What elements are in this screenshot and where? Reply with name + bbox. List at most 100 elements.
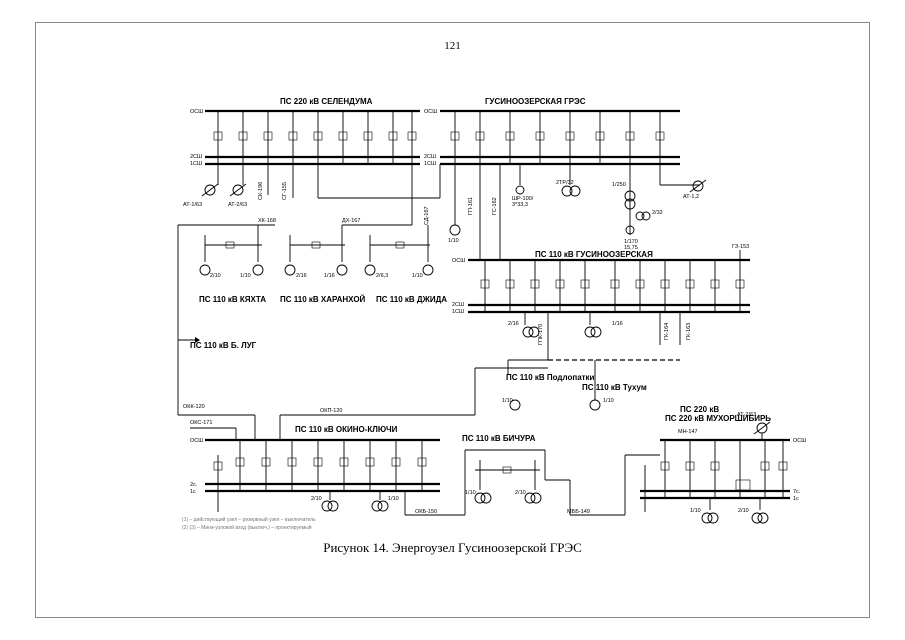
t2-16-g-label: 2/16 [508,321,519,327]
okino-1c-label: 1с [190,489,196,495]
transformer-okino-2-10-icon [321,500,339,512]
gk163-label: ГК-163 [686,323,692,340]
okino-2c-label: 2с. [190,482,198,488]
at2-63-label: АТ-2/63 [228,202,247,208]
mukh-bus-label: ОСШ [793,438,806,444]
gres-bays [450,111,700,245]
t2-32-label: 2/32 [652,210,663,216]
shr-label: ШР-100/ [512,196,534,202]
gus-bays [480,250,745,360]
podlopatki-title: ПС 110 кВ Подлопатки [506,373,595,382]
gs162-label: ГС-162 [492,197,498,215]
shr-label-2: 3*33,3 [512,202,528,208]
mukhorshibir-title-1: ПС 220 кВ [680,405,719,414]
kharankhoy-scheme [284,225,348,276]
transformer-gus-2-16-icon [522,326,540,338]
t1-16-g-label: 1/16 [612,321,623,327]
okb150-label: ОКБ-150 [415,509,437,515]
t2tr32-label: 2ТР/32 [556,180,574,186]
mukh-7c-label: 7с. [793,489,801,495]
t1-10-t-label: 1/10 [603,398,614,404]
gres-2ssh-label: 2СШ [424,154,436,160]
mukhorshibir-title: ПС 220 кВ МУХОРШИБИРЬ [665,414,771,423]
gs153-label: ГЗ-153 [732,244,749,250]
dzhida-scheme [364,225,434,276]
selendumа-1ssh-label: 1СШ [190,161,202,167]
t1-10-k-label: 1/10 [240,273,251,279]
at1-63-icon [201,183,219,197]
at2-63m-icon [753,421,771,435]
bichura-scheme [474,460,542,504]
transformer-2tr32-icon [561,185,581,197]
okp120-label: ОКП-120 [320,408,342,414]
tukhum-title: ПС 110 кВ Тухум [582,383,647,392]
dzhida-title: ПС 110 кВ ДЖИДА [376,295,447,304]
t1-16-h-label: 1/16 [324,273,335,279]
kyakhta-scheme [199,225,264,276]
t2-16-h-label: 2/16 [296,273,307,279]
page-frame [35,22,870,618]
mukh-bays [644,433,788,512]
kyakhta-title: ПС 110 кВ КЯХТА [199,295,266,304]
t1-10-p-label: 1/10 [502,398,513,404]
okino-bays [213,440,427,512]
gus-1ssh-label: 1СШ [452,309,464,315]
at1-63-label: АТ-1/63 [183,202,202,208]
t2-10-m-label: 2/10 [738,508,749,514]
gres-title: ГУСИНООЗЕРСКАЯ ГРЭС [485,97,586,106]
reactor-shr-icon [515,185,525,195]
selendumа-bays [213,111,417,198]
sk196-label: СК-196 [258,182,264,200]
okk120-label: ОКК-120 [183,404,205,410]
legend-line-2: (2) (3) – Мини-узловой вход (выключ.) – … [182,525,312,531]
gpg170-label: ГПК-170 [538,324,544,345]
dh167-label: ДХ-167 [342,218,360,224]
t1-10-o-label: 1/10 [388,496,399,502]
transformer-gres-1-10-icon [449,224,461,236]
at1-2-icon [689,179,707,193]
sd167-label: СД-167 [424,206,430,225]
t1-10-d-label: 1/10 [412,273,423,279]
selendumа-title: ПС 220 кВ СЕЛЕНДУМА [280,97,373,106]
t1-10-b-label: 1/10 [465,490,476,496]
transformer-mukh-1-10-icon [701,512,719,524]
at1-2-label: АТ-1,2 [683,194,699,200]
mukh-1c-label: 1с [793,496,799,502]
gusinoozerskaya-title: ПС 110 кВ ГУСИНООЗЕРСКАЯ [535,250,653,259]
gus-bus-label: ОСШ [452,258,465,264]
gus-2ssh-label: 2СШ [452,302,464,308]
gk164-label: ГК-164 [664,323,670,340]
figure-caption: Рисунок 14. Энергоузел Гусиноозерской ГР… [323,540,582,555]
bichura-title: ПС 110 кВ БИЧУРА [462,434,536,443]
legend-line-1: (1) – действующий узел – резервный узел … [182,517,316,523]
page-number: 121 [444,40,461,52]
generator-icon [625,225,635,235]
transformer-2-32-icon [635,211,651,221]
transformer-1-250-icon [624,190,636,210]
b-lug-arrow-icon [178,337,200,343]
gres-1ssh-label: 1СШ [424,161,436,167]
mn147-label: МН-147 [678,429,698,435]
t1-10-m-label: 1/10 [690,508,701,514]
sg155-label: СГ-155 [282,182,288,200]
t2-10-b-label: 2/10 [515,490,526,496]
t1-250-label: 1/250 [612,182,626,188]
okino-title: ПС 110 кВ ОКИНО-КЛЮЧИ [295,425,398,434]
t2-10-k-label: 2/10 [210,273,221,279]
okino-bus-label: ОСШ [190,438,203,444]
gres-bus-label: ОСШ [424,109,437,115]
transformer-gus-1-16-icon [584,326,602,338]
b-lug-title: ПС 110 кВ Б. ЛУГ [190,341,257,350]
at2-63-icon [229,183,247,197]
mbb149-label: МББ-149 [567,509,590,515]
t1-170-label: 1/170 [624,239,638,245]
gp161-label: ГП-161 [468,197,474,215]
kharankhoy-title: ПС 110 кВ ХАРАНХОЙ [280,295,366,304]
at2-63m-label: АТ-2/63 [737,412,756,418]
selendumа-bus-label: ОСШ [190,109,203,115]
transformer-podlopatki-icon [509,399,521,411]
xk168-label: ХК-168 [258,218,276,224]
oks171-label: ОКС-171 [190,420,212,426]
transformer-okino-1-10-icon [371,500,389,512]
